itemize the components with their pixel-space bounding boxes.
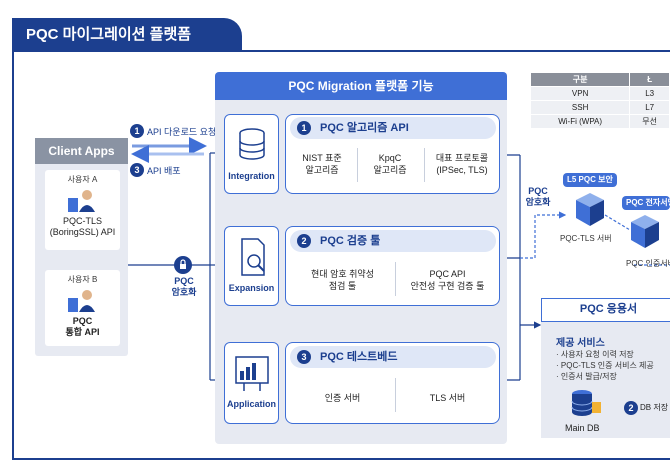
step-number-2: 2	[297, 234, 311, 248]
integration-module: Integration	[224, 114, 279, 194]
api-download-label: API 다운로드 요청	[147, 127, 217, 137]
api-deploy-label: API 배포	[147, 166, 181, 176]
pqc-tls-server-label: PQC-TLS 서버	[560, 234, 612, 243]
frame-bottom-line	[12, 458, 670, 460]
protocol-cell: 대표 프로토콜 (IPSec, TLS)	[435, 153, 489, 175]
tls-server-cell: TLS 서버	[429, 393, 466, 403]
step-number-3: 3	[297, 350, 311, 364]
auth-server-cell: 인증 서버	[324, 393, 361, 403]
step-number-1: 1	[297, 121, 311, 135]
pqc-signature-tag: PQC 전자서명	[622, 196, 670, 210]
algorithm-api-header: PQC 알고리즘 API	[290, 117, 496, 139]
db-save-label: DB 저장	[640, 403, 669, 412]
user-computer-icon	[67, 188, 98, 214]
service-item: · 인증서 발급/저장	[556, 372, 617, 381]
server-icon	[576, 193, 604, 226]
integration-label: Integration	[228, 171, 275, 181]
table-header-cell: Ł	[629, 72, 670, 87]
divider	[395, 378, 396, 412]
page-title: PQC 마이그레이션 플랫폼	[12, 18, 242, 52]
application-label: Application	[227, 399, 276, 409]
user-a-caption: PQC-TLS (BoringSSL) API	[49, 216, 116, 237]
app-server-title: PQC 응용서	[541, 298, 670, 322]
nist-cell: NIST 표준 알고리즘	[302, 153, 342, 175]
database-icon	[571, 390, 601, 416]
lock-shield-icon	[174, 256, 192, 274]
divider	[357, 148, 358, 182]
user-computer-icon	[67, 288, 98, 314]
user-b-caption: PQC 통합 API	[65, 316, 100, 337]
pqc-encrypt-right-label: PQC 암호화	[525, 186, 551, 207]
table-cell: SSH	[529, 100, 631, 115]
verification-tool-header: PQC 검증 툴	[290, 230, 496, 252]
pqc-encrypt-left-label: PQC 암호화	[171, 276, 197, 297]
document-search-icon	[240, 238, 265, 276]
user-b-card: 사용자 B PQC 통합 API	[45, 270, 120, 346]
step-number-2: 2	[624, 401, 638, 415]
testbed-header: PQC 테스트베드	[290, 346, 496, 368]
client-apps-title: Client Apps	[35, 138, 128, 164]
expansion-module: Expansion	[224, 226, 279, 306]
api-verification-cell: PQC API 안전성 구현 검증 툴	[410, 269, 485, 291]
service-title: 제공 서비스	[556, 338, 605, 349]
server-icon	[631, 215, 659, 248]
kpqc-cell: KpqC 알고리즘	[373, 153, 407, 175]
table-cell: L3	[629, 86, 670, 101]
platform-title: PQC Migration 플랫폼 기능	[215, 72, 507, 100]
expansion-label: Expansion	[228, 283, 275, 293]
pqc-security-tag: L5 PQC 보안	[563, 173, 617, 187]
frame-left-line	[12, 50, 14, 460]
table-cell: Wi-Fi (WPA)	[529, 114, 631, 129]
database-icon	[238, 128, 265, 160]
service-item: · 사용자 요청 이력 저장	[556, 350, 634, 359]
divider	[395, 262, 396, 296]
table-cell: L7	[629, 100, 670, 115]
table-cell: VPN	[529, 86, 631, 101]
table-cell: 무선	[629, 114, 670, 129]
table-header-cell: 구분	[529, 72, 631, 87]
application-module: Application	[224, 342, 279, 424]
main-db-label: Main DB	[565, 423, 600, 433]
frame-top-line	[12, 50, 670, 52]
user-a-name: 사용자 A	[67, 175, 98, 184]
step-number-3: 3	[130, 163, 144, 177]
table-header-row: 구분 Ł	[529, 72, 670, 87]
service-item: · PQC-TLS 인증 서비스 제공	[556, 361, 654, 370]
divider	[424, 148, 425, 182]
vulnerability-check-cell: 현대 암호 취약성 점검 툴	[311, 269, 374, 291]
user-a-card: 사용자 A PQC-TLS (BoringSSL) API	[45, 170, 120, 250]
user-b-name: 사용자 B	[67, 275, 98, 284]
table-row: Wi-Fi (WPA)무선	[529, 114, 670, 129]
dashboard-icon	[234, 356, 269, 391]
step-number-1: 1	[130, 124, 144, 138]
